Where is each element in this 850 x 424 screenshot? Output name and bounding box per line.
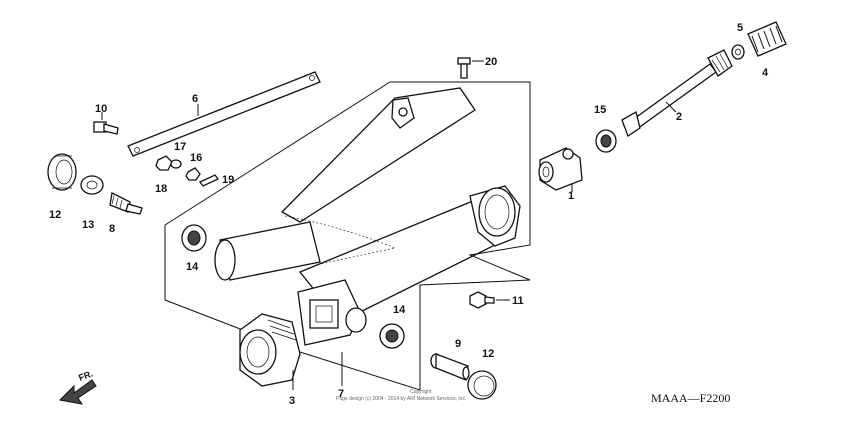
callout-4: 4 xyxy=(762,67,769,79)
callout-19: 19 xyxy=(222,174,234,186)
callout-14-lower: 14 xyxy=(393,304,406,316)
callout-2: 2 xyxy=(676,111,682,123)
callout-16: 16 xyxy=(190,152,202,164)
front-direction-arrow xyxy=(58,379,97,405)
pivot-bolt[interactable] xyxy=(109,192,143,215)
grease-bolt[interactable] xyxy=(457,57,471,79)
diagram-code: MAAA—F2200 xyxy=(651,391,730,405)
callout-15: 15 xyxy=(594,104,606,116)
callout-13: 13 xyxy=(82,219,94,231)
callout-6: 6 xyxy=(192,93,198,105)
callout-20: 20 xyxy=(485,56,497,68)
drive-shaft[interactable] xyxy=(621,49,733,137)
universal-joint[interactable] xyxy=(538,147,583,191)
callout-18: 18 xyxy=(155,183,167,195)
dust-seal-left[interactable] xyxy=(47,153,77,191)
swingarm[interactable] xyxy=(214,87,521,346)
coil-spring[interactable] xyxy=(747,21,787,57)
bearing-upper[interactable] xyxy=(181,224,207,252)
callout-14-upper: 14 xyxy=(186,261,199,273)
callout-7: 7 xyxy=(338,388,344,400)
direction-label: FR. xyxy=(77,369,94,383)
brace-bar[interactable] xyxy=(127,71,321,157)
washer-17[interactable] xyxy=(170,159,182,169)
nut-18[interactable] xyxy=(155,155,173,171)
thrust-washer[interactable] xyxy=(731,44,745,60)
callout-10: 10 xyxy=(95,103,107,115)
callout-17: 17 xyxy=(174,141,186,153)
pivot-cap[interactable] xyxy=(467,370,497,400)
nut-16[interactable] xyxy=(185,167,201,181)
callout-1: 1 xyxy=(568,190,574,202)
flange-bolt[interactable] xyxy=(469,291,495,309)
callout-3: 3 xyxy=(289,395,295,407)
callout-11: 11 xyxy=(512,295,524,307)
bolt[interactable] xyxy=(93,121,119,135)
rubber-boot[interactable] xyxy=(239,313,301,387)
copyright-line1: Copyright xyxy=(410,389,432,395)
callout-12-right: 12 xyxy=(482,348,494,360)
bearing-lower[interactable] xyxy=(379,323,405,349)
cotter-pin[interactable] xyxy=(198,174,220,187)
axle-bolt[interactable] xyxy=(430,353,470,381)
callout-12-left: 12 xyxy=(49,209,61,221)
callout-5: 5 xyxy=(737,22,743,34)
callout-8: 8 xyxy=(109,223,115,235)
lock-nut[interactable] xyxy=(80,175,104,195)
callout-9: 9 xyxy=(455,338,461,350)
oil-seal[interactable] xyxy=(595,129,617,153)
copyright-line2: Page design (c) 2004 - 2014 by ARI Netwo… xyxy=(336,396,466,402)
